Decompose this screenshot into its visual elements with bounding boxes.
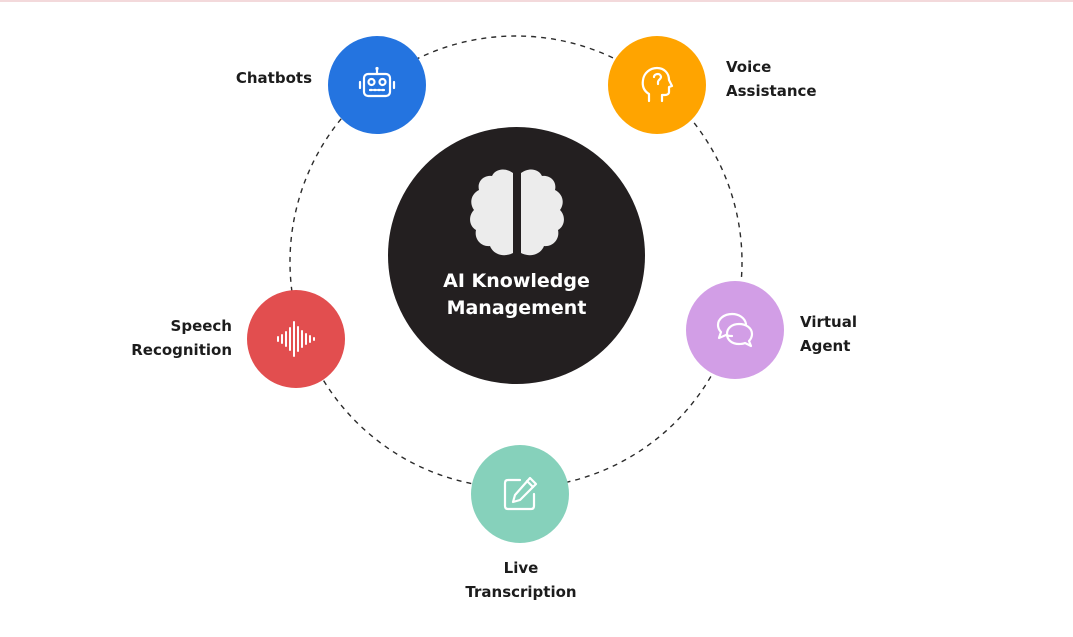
node-live-transcription [471, 445, 569, 543]
label-voice-line-2: Assistance [726, 82, 817, 100]
label-voice-line-1: Voice [726, 58, 772, 76]
label-live-line-2: Transcription [465, 583, 577, 601]
robot-icon [358, 66, 396, 98]
label-speech-recognition: Speech Recognition [112, 314, 232, 362]
head-profile-icon [641, 66, 674, 103]
hub-title-line-2: Management [446, 297, 587, 319]
node-speech-recognition [247, 290, 345, 388]
sound-wave-icon [277, 321, 315, 357]
brain-icon [470, 169, 564, 256]
hub-title-line-1: AI Knowledge [443, 270, 590, 292]
chat-bubbles-icon [716, 312, 754, 348]
label-speech-line-1: Speech [170, 317, 232, 335]
label-virtual-line-2: Agent [800, 337, 851, 355]
label-live-transcription: Live Transcription [441, 556, 601, 604]
node-chatbots [328, 36, 426, 134]
label-chatbots-line-1: Chatbots [235, 69, 312, 87]
top-divider [0, 0, 1073, 2]
center-hub: AI Knowledge Management [388, 127, 645, 384]
label-speech-line-2: Recognition [131, 341, 232, 359]
label-live-line-1: Live [503, 559, 539, 577]
node-voice-assistance [608, 36, 706, 134]
label-virtual-agent: Virtual Agent [800, 310, 857, 358]
label-voice-assistance: Voice Assistance [726, 55, 817, 103]
node-virtual-agent [686, 281, 784, 379]
label-virtual-line-1: Virtual [800, 313, 857, 331]
hub-title: AI Knowledge Management [388, 268, 645, 322]
label-chatbots: Chatbots [212, 66, 312, 90]
edit-icon [503, 476, 538, 511]
